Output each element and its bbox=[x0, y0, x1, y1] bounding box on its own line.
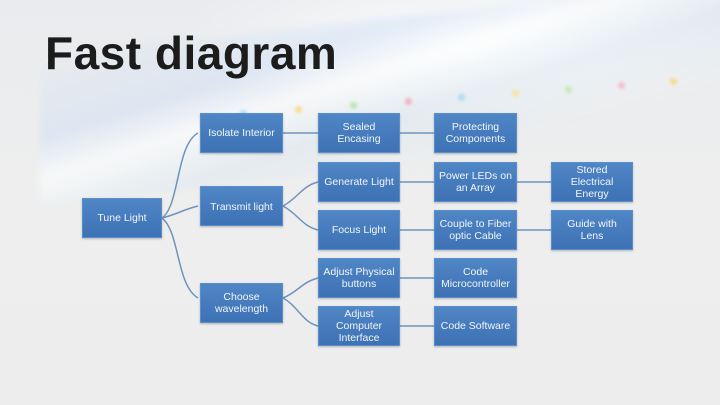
connector-tune-isolate bbox=[161, 132, 199, 219]
node-stored-electrical-energy: Stored Electrical Energy bbox=[551, 162, 633, 202]
bokeh-dot bbox=[350, 102, 357, 109]
node-focus-light: Focus Light bbox=[318, 210, 400, 250]
node-generate-light: Generate Light bbox=[318, 162, 400, 202]
connector-tune-choose bbox=[161, 217, 199, 299]
bokeh-dot bbox=[458, 94, 465, 101]
node-code-software: Code Software bbox=[434, 306, 517, 346]
node-code-microcontroller: Code Microcontroller bbox=[434, 258, 517, 298]
connector-choose-computer bbox=[282, 297, 319, 327]
bokeh-dot bbox=[405, 98, 412, 105]
node-isolate-interior: Isolate Interior bbox=[200, 113, 283, 153]
node-protecting-components: Protecting Components bbox=[434, 113, 517, 153]
bokeh-dot bbox=[295, 106, 302, 113]
node-transmit-light: Transmit light bbox=[200, 186, 283, 226]
node-tune-light: Tune Light bbox=[82, 198, 162, 238]
node-adjust-physical-buttons: Adjust Physical buttons bbox=[318, 258, 400, 298]
connector-tune-transmit bbox=[161, 205, 199, 219]
bokeh-dot bbox=[565, 86, 572, 93]
connector-choose-physical bbox=[282, 277, 319, 299]
connector-transmit-generate bbox=[282, 181, 319, 207]
bokeh-dot bbox=[618, 82, 625, 89]
node-couple-to-fiber-optic-cable: Couple to Fiber optic Cable bbox=[434, 210, 517, 250]
bokeh-dot bbox=[512, 90, 519, 97]
slide-title: Fast diagram bbox=[45, 27, 338, 79]
connector-transmit-focus bbox=[282, 205, 319, 231]
node-choose-wavelength: Choose wavelength bbox=[200, 283, 283, 323]
node-adjust-computer-interface: Adjust Computer Interface bbox=[318, 306, 400, 346]
node-sealed-encasing: Sealed Encasing bbox=[318, 113, 400, 153]
bokeh-dot bbox=[670, 78, 677, 85]
node-power-leds-on-array: Power LEDs on an Array bbox=[434, 162, 517, 202]
node-guide-with-lens: Guide with Lens bbox=[551, 210, 633, 250]
